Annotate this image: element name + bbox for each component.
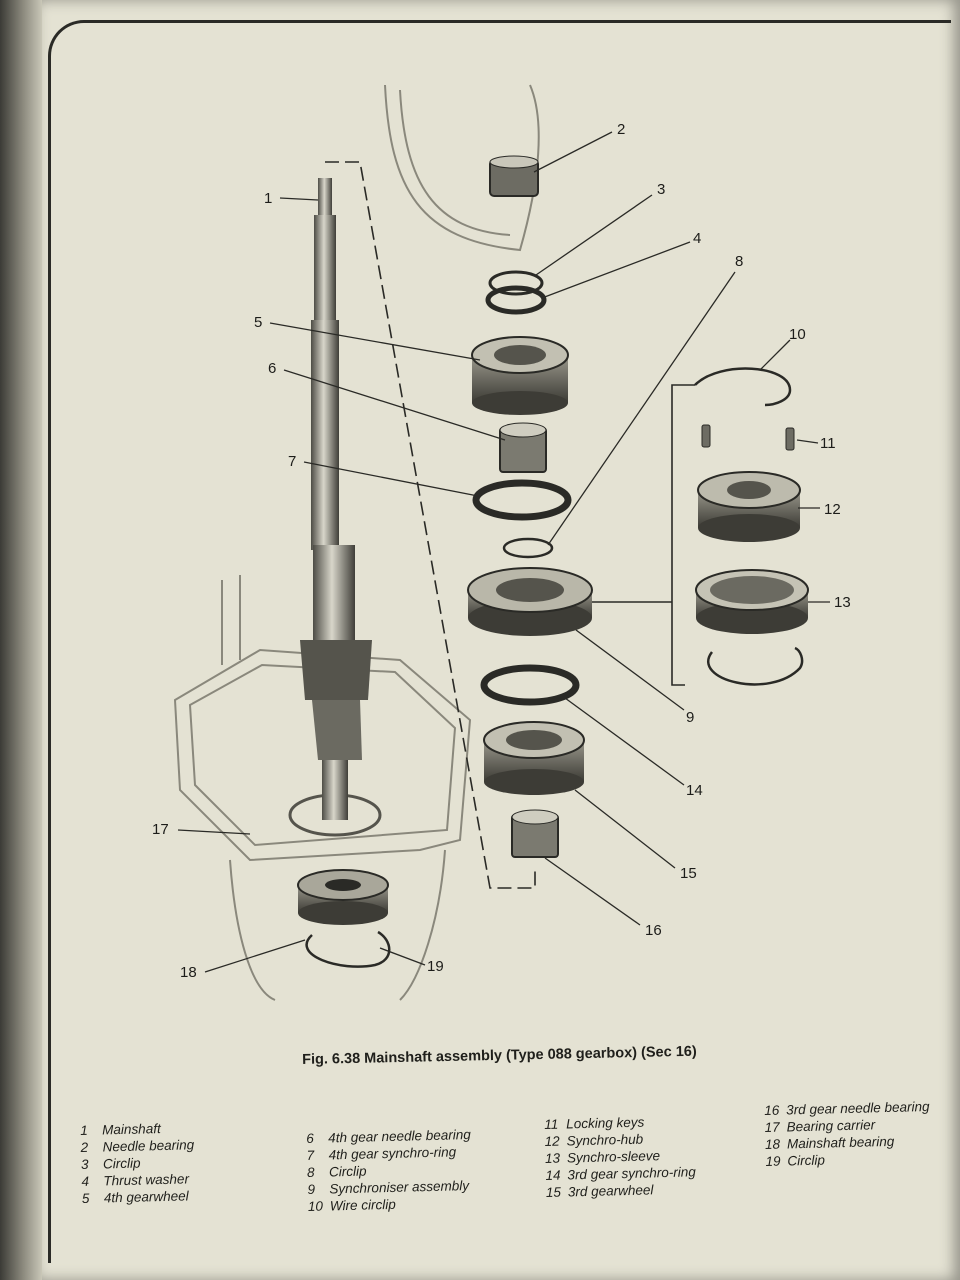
wire-circlip-10	[694, 367, 792, 407]
assembly-guide-lines	[325, 161, 536, 889]
manual-page	[42, 0, 960, 1280]
synchro-sleeve-13	[695, 569, 809, 634]
callout-7: 7	[288, 453, 296, 470]
callout-17: 17	[152, 821, 169, 838]
callout-16: 16	[645, 922, 662, 939]
callout-5: 5	[254, 314, 262, 331]
4th-gearwheel-5	[471, 336, 569, 415]
callout-10: 10	[789, 326, 806, 343]
callout-18: 18	[180, 964, 197, 981]
callout-2: 2	[617, 121, 625, 138]
callout-9: 9	[686, 709, 694, 726]
page-frame	[48, 20, 951, 1263]
leader-lines	[177, 131, 830, 973]
callout-15: 15	[680, 865, 697, 882]
synchro-ring-7	[472, 479, 572, 521]
callout-12: 12	[824, 501, 841, 518]
circlip-3	[488, 270, 544, 296]
callout-labels: 1 2 3 4 5 6 7 8 9 10 11 12 13 14 15 16 1…	[152, 121, 851, 981]
synchro-bracket	[671, 384, 695, 686]
needle-bearing-2	[489, 155, 539, 197]
callout-13: 13	[834, 594, 851, 611]
callout-19: 19	[427, 958, 444, 975]
needle-bearing-6	[499, 422, 547, 473]
synchro-ring-14	[480, 664, 580, 706]
mainshaft	[300, 178, 372, 820]
callout-11: 11	[820, 435, 836, 452]
casing-outline	[173, 84, 540, 1001]
circlip-8	[502, 537, 554, 559]
synchro-hub-12	[697, 471, 801, 542]
thrust-washer-4	[485, 285, 547, 315]
circlip-19	[305, 930, 391, 968]
synchroniser-assembly-9	[467, 567, 593, 636]
mainshaft-bearing-18	[297, 869, 389, 925]
book-spine	[0, 0, 42, 1280]
3rd-gearwheel-15	[483, 721, 585, 795]
callout-8: 8	[735, 253, 743, 270]
callout-6: 6	[268, 360, 276, 377]
needle-bearing-16	[511, 809, 559, 858]
callout-14: 14	[686, 782, 703, 799]
callout-4: 4	[693, 230, 701, 247]
callout-1: 1	[264, 190, 272, 207]
locking-keys-11	[701, 424, 795, 451]
wire-circlip-lower	[707, 646, 804, 686]
callout-3: 3	[657, 181, 665, 198]
